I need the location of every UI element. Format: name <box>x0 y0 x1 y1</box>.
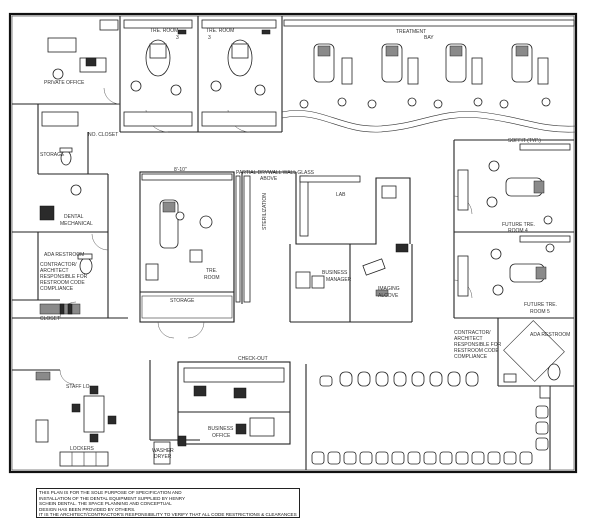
label-alcove: ALCOVE <box>378 293 399 299</box>
label-lab: LAB <box>336 192 346 198</box>
future-treatment-room-4-equipment <box>457 143 571 225</box>
label-imaging: IMAGING <box>378 286 400 292</box>
checkout-desk <box>183 367 285 437</box>
label-dental: DENTAL <box>64 214 84 220</box>
disclaimer-note: THIS PLAN IS FOR THE SOLE PURPOSE OF SPE… <box>36 488 300 518</box>
soffit-line <box>281 110 577 127</box>
staff-lounge-furniture <box>35 371 187 467</box>
label-bay: BAY <box>424 35 434 41</box>
label-closet: NO. CLOSET <box>88 132 118 138</box>
note-left-line-3: RESPONSIBLE FOR <box>40 274 88 280</box>
label-ada-restroom-right: ADA RESTROOM <box>530 332 570 338</box>
note-right-line-3: RESPONSIBLE FOR <box>454 342 502 348</box>
label-treatment: TREATMENT <box>396 29 426 35</box>
lab-and-manager-furniture <box>295 175 409 297</box>
label-future-room-5: FUTURE TRE. <box>524 302 557 308</box>
label-sterilization: STERILIZATION <box>262 193 268 230</box>
label-mechanical: MECHANICAL <box>60 221 93 227</box>
label-business-office-2: OFFICE <box>212 433 231 439</box>
right-ada-restroom-fixtures <box>503 320 565 383</box>
label-business-office: BUSINESS <box>208 426 234 432</box>
label-dryer: DRYER <box>154 454 172 460</box>
label-business-manager: BUSINESS <box>322 270 348 276</box>
room-labels: PRIVATE OFFICE TRE. ROOM 3 TRE. ROOM 3 T… <box>40 28 570 460</box>
disclaimer-line: THIS PLAN IS FOR THE SOLE PURPOSE OF SPE… <box>39 490 182 495</box>
note-right-line-4: RESTROOM CODE <box>454 348 499 354</box>
label-staff-lounge: STAFF LO <box>66 384 90 390</box>
label-partition-note-2: ABOVE <box>260 176 278 182</box>
label-tre-room-3b: TRE. ROOM <box>206 28 234 34</box>
disclaimer-line: DESIGN HAS BEEN PROVIDED BY OTHERS. <box>39 506 136 512</box>
note-right-line-5: COMPLIANCE <box>454 354 488 360</box>
treatment-room-3b-equipment <box>201 19 277 127</box>
disclaimer-line: INSTALLATION OF THE DENTAL EQUIPMENT SUP… <box>39 495 186 501</box>
note-left-line-4: RESTROOM CODE <box>40 280 85 286</box>
label-tre-room-3a: TRE. ROOM <box>150 28 178 34</box>
label-soffit: SOFFIT (TYP.) <box>508 138 541 144</box>
disclaimer-line: IT IS THE ARCHITECT/CONTRACTOR'S RESPONS… <box>39 512 297 518</box>
label-future-room-4: FUTURE TRE. <box>502 222 535 228</box>
soffit-line-2 <box>281 116 577 133</box>
future-treatment-room-5-equipment <box>457 235 571 297</box>
label-future-room-5-num: ROOM 5 <box>530 309 550 315</box>
label-washer: WASHER <box>152 448 174 454</box>
disclaimer-line: SCHEIN DENTAL. THE SPACE PLANNING AND CO… <box>39 501 172 507</box>
private-office-furniture <box>47 19 119 80</box>
label-tre-center: TRE. <box>206 268 217 274</box>
label-tre-room-3b-num: 3 <box>208 35 211 41</box>
label-tre-room-3a-num: 3 <box>176 35 179 41</box>
treatment-bay-chairs <box>283 19 575 109</box>
note-right-line-1: CONTRACTOR/ <box>454 330 491 336</box>
center-treatment-room-equipment <box>141 173 251 319</box>
label-closet-small: CLOSET <box>40 316 60 322</box>
note-right-line-2: ARCHITECT <box>454 336 483 342</box>
label-future-room-4-num: ROOM 4 <box>508 228 528 234</box>
label-storage-center: STORAGE <box>170 298 195 304</box>
exterior-walls <box>8 12 578 474</box>
storage-and-restroom-fixtures <box>39 111 93 315</box>
treatment-room-3a-equipment <box>123 19 193 127</box>
waiting-room-chairs <box>311 371 551 465</box>
label-room-center: ROOM <box>204 275 220 281</box>
label-private-office: PRIVATE OFFICE <box>44 80 85 86</box>
interior-walls <box>12 16 574 470</box>
label-ada-restroom-left: ADA RESTROOM <box>44 252 84 258</box>
label-business-manager-2: MANAGER <box>326 277 352 283</box>
label-partition-note: PARTIAL DRYWALL WALL GLASS <box>236 170 315 176</box>
label-check-out: CHECK-OUT <box>238 356 268 362</box>
note-left-line-2: ARCHITECT <box>40 268 69 274</box>
label-dimension: 8'-10" <box>174 167 187 173</box>
label-lockers: LOCKERS <box>70 446 95 452</box>
note-left-line-1: CONTRACTOR/ <box>40 262 77 268</box>
label-storage-left: STORAGE <box>40 152 65 158</box>
note-left-line-5: COMPLIANCE <box>40 286 74 292</box>
